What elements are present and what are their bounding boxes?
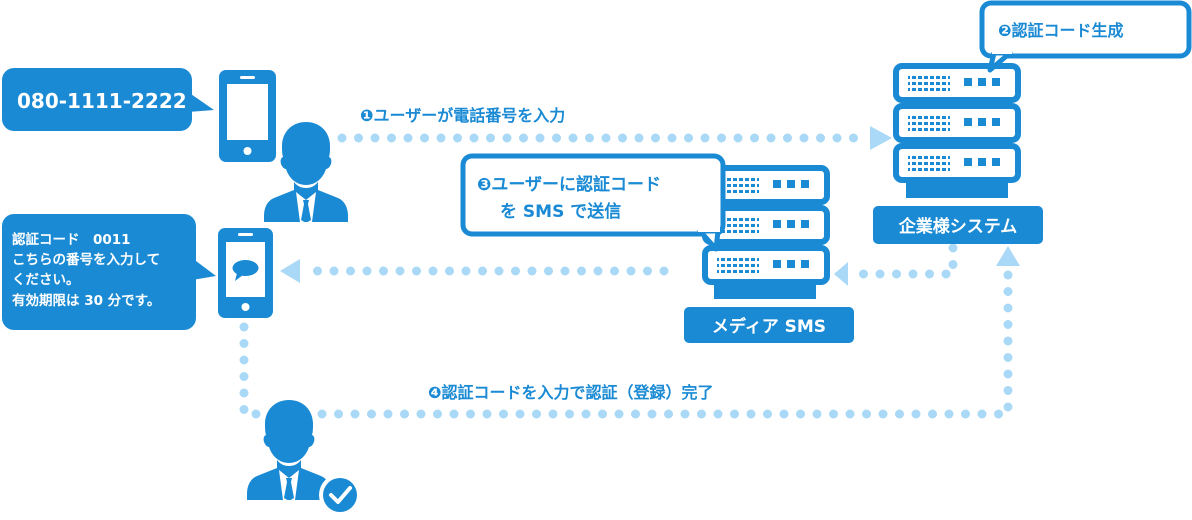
company-system-label: 企業様システム bbox=[873, 206, 1043, 244]
flow-sms-to-phone-arrow bbox=[280, 259, 669, 283]
chat-icon bbox=[232, 260, 259, 276]
flow-step1-arrow bbox=[337, 126, 892, 150]
step1-label: ❶ユーザーが電話番号を入力 bbox=[360, 106, 565, 125]
flow-step4-arrow bbox=[239, 246, 1020, 419]
media-sms-label: メディア SMS bbox=[684, 307, 854, 343]
phone-number-bubble: 080-1111-2222 bbox=[2, 68, 214, 131]
smartphone-message-icon bbox=[218, 228, 273, 318]
checkmark-icon bbox=[319, 474, 361, 516]
sms-server-icon bbox=[705, 168, 827, 299]
sms-line: 有効期限は 30 分です。 bbox=[12, 292, 160, 309]
phone-number-text: 080-1111-2222 bbox=[17, 89, 187, 113]
step3-bubble: ❸ユーザーに認証コード を SMS で送信 bbox=[460, 153, 726, 252]
sms-line: ください。 bbox=[12, 272, 80, 288]
sms-line: こちらの番号を入力して bbox=[12, 251, 160, 268]
step2-bubble: ❷認証コード生成 bbox=[979, 0, 1192, 73]
company-system-text: 企業様システム bbox=[898, 216, 1018, 237]
flow-system-to-sms-arrow bbox=[834, 243, 958, 286]
user-icon bbox=[264, 122, 348, 222]
step3-text-line2: を SMS で送信 bbox=[500, 201, 621, 222]
step2-text: ❷認証コード生成 bbox=[998, 21, 1124, 40]
sms-message-bubble: 認証コード 0011 こちらの番号を入力して ください。 有効期限は 30 分で… bbox=[2, 214, 216, 330]
company-server-icon bbox=[896, 66, 1018, 198]
smartphone-icon bbox=[219, 70, 276, 162]
step3-text-line1: ❸ユーザーに認証コード bbox=[477, 174, 661, 195]
step4-label: ❹認証コードを入力で認証（登録）完了 bbox=[428, 383, 714, 402]
sms-line: 認証コード 0011 bbox=[12, 231, 131, 248]
media-sms-text: メディア SMS bbox=[712, 316, 826, 337]
